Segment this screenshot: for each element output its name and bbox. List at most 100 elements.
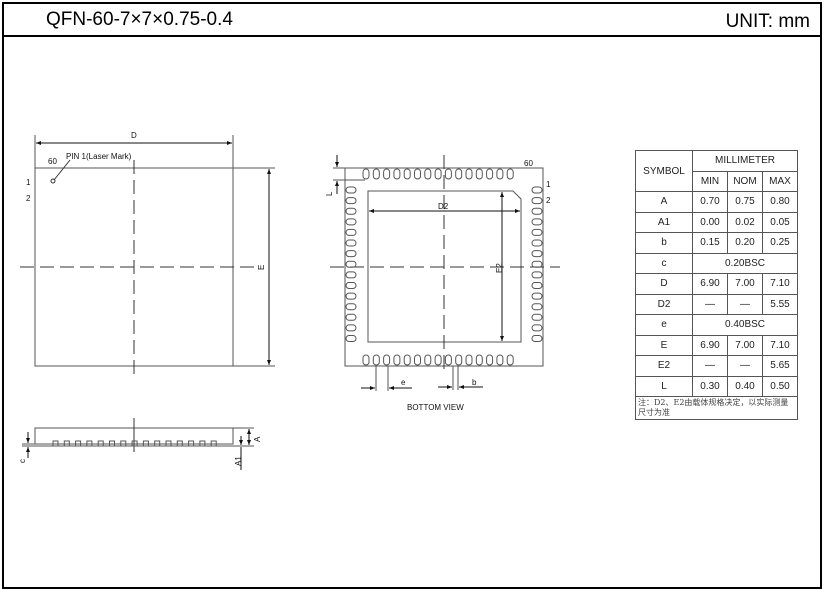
symbol-cell: D2 <box>635 293 693 315</box>
side-lead <box>120 440 127 447</box>
pad <box>455 168 463 180</box>
min-cell: — <box>692 355 728 377</box>
pad <box>496 168 504 180</box>
pad <box>424 168 432 180</box>
bottom-pin1-label: 1 <box>546 180 551 189</box>
pin1-laser-mark-icon <box>50 178 56 184</box>
side-view <box>22 418 254 470</box>
nom-header: NOM <box>727 170 763 192</box>
pad <box>486 354 494 366</box>
pad <box>444 354 452 366</box>
pad <box>531 281 543 289</box>
bottom-view <box>330 155 560 391</box>
pad <box>345 228 357 236</box>
min-header: MIN <box>692 170 728 192</box>
pad <box>383 168 391 180</box>
pad <box>465 168 473 180</box>
side-lead <box>97 440 104 447</box>
pad <box>531 335 543 343</box>
pad <box>403 354 411 366</box>
min-cell: 6.90 <box>692 273 728 295</box>
dim-E-label: E <box>257 265 266 270</box>
pad <box>455 354 463 366</box>
pad <box>345 260 357 268</box>
pad <box>383 354 391 366</box>
pad <box>506 354 514 366</box>
side-lead <box>86 440 93 447</box>
max-cell: 0.05 <box>762 211 798 233</box>
min-cell: 6.90 <box>692 334 728 356</box>
nom-cell: — <box>727 293 763 315</box>
nom-cell: — <box>727 355 763 377</box>
symbol-cell: E2 <box>635 355 693 377</box>
symbol-cell: e <box>635 314 693 336</box>
top-view <box>20 135 275 375</box>
symbol-cell: L <box>635 375 693 397</box>
bsc-value-cell: 0.20BSC <box>692 252 798 274</box>
pad <box>506 168 514 180</box>
table-row: D2——5.55 <box>635 293 798 315</box>
pad <box>414 354 421 366</box>
pad <box>531 313 543 321</box>
max-cell: 7.10 <box>762 334 798 356</box>
dim-b-label: b <box>472 378 477 387</box>
max-cell: 5.65 <box>762 355 798 377</box>
symbol-cell: c <box>635 252 693 274</box>
pin2-number: 2 <box>26 194 31 203</box>
unit-label: UNIT: mm <box>725 11 810 32</box>
side-lead <box>188 440 195 447</box>
nom-cell: 7.00 <box>727 334 763 356</box>
pad <box>393 354 401 366</box>
exposed-pad <box>367 190 522 343</box>
pads-bottom-row <box>362 354 514 366</box>
symbol-cell: D <box>635 273 693 295</box>
pad <box>403 168 411 180</box>
side-lead <box>210 440 217 447</box>
pad <box>345 207 357 215</box>
dim-c-label: c <box>18 459 27 463</box>
nom-cell: 0.02 <box>727 211 763 233</box>
dim-A1-label: A1 <box>234 456 243 466</box>
pad <box>531 324 543 332</box>
symbol-cell: b <box>635 232 693 254</box>
symbol-cell: A <box>635 191 693 213</box>
pads-top-row <box>362 168 514 180</box>
dim-L-label: L <box>325 191 334 196</box>
nom-cell: 0.40 <box>727 375 763 397</box>
dim-D-label: D <box>131 131 137 140</box>
pad <box>424 354 432 366</box>
pad <box>531 271 543 279</box>
pad <box>531 292 543 300</box>
bsc-value-cell: 0.40BSC <box>692 314 798 336</box>
pad <box>345 292 357 300</box>
side-lead <box>131 440 138 447</box>
pad <box>345 335 357 343</box>
pad <box>372 354 380 366</box>
pad <box>475 354 483 366</box>
pad <box>531 207 543 215</box>
min-cell: — <box>692 293 728 315</box>
pad <box>393 168 401 180</box>
nom-cell: 0.20 <box>727 232 763 254</box>
pad <box>444 168 452 180</box>
pin1-label: PIN 1(Laser Mark) <box>66 152 132 161</box>
pad <box>345 303 357 311</box>
pad <box>345 239 357 247</box>
pad <box>531 303 543 311</box>
pad <box>475 168 483 180</box>
pad <box>531 186 543 194</box>
table-note: 注：D2、E2由载体规格决定，以实际测量尺寸为准 <box>635 396 798 420</box>
pad <box>531 197 543 205</box>
side-lead <box>52 440 59 447</box>
pad <box>345 186 357 194</box>
pad <box>345 271 357 279</box>
min-cell: 0.30 <box>692 375 728 397</box>
bottom-view-caption: BOTTOM VIEW <box>407 403 464 412</box>
max-cell: 0.50 <box>762 375 798 397</box>
